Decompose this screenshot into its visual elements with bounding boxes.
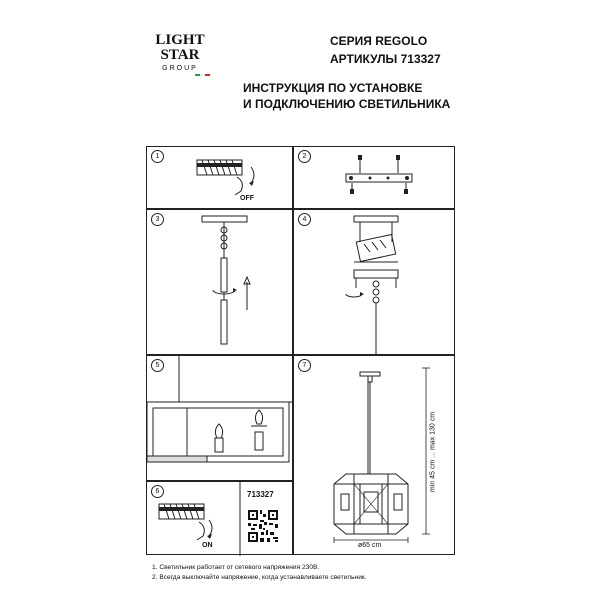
- logo-line-3: GROUP: [162, 65, 198, 72]
- article-numbers: АРТИКУЛЫ 713327: [330, 52, 441, 66]
- finished-fixture-illustration: [333, 367, 430, 543]
- note-1: 1. Светильник работает от сетевого напря…: [152, 564, 320, 571]
- canopy-attach-illustration: [345, 215, 399, 356]
- logo-line-2: STAR: [160, 47, 200, 63]
- mounting-plate-illustration: [345, 155, 413, 194]
- step-number: 2: [298, 150, 311, 163]
- switch-on-illustration: [158, 482, 278, 556]
- on-label: ON: [202, 542, 213, 549]
- step-number: 1: [151, 150, 164, 163]
- instruction-title-line-2: И ПОДКЛЮЧЕНИЮ СВЕТИЛЬНИКА: [243, 97, 451, 111]
- step-number: 4: [298, 213, 311, 226]
- series-title: СЕРИЯ REGOLO: [330, 34, 428, 48]
- note-2: 2. Всегда выключайте напряжение, когда у…: [152, 574, 367, 581]
- height-dimension-label: min 45 cm ... max 130 cm: [429, 411, 437, 493]
- rod-assembly-illustration: [201, 215, 251, 345]
- step-5-panel: 5: [146, 355, 294, 481]
- italian-flag-icon: [150, 74, 210, 76]
- step-number: 6: [151, 485, 164, 498]
- step-4-panel: 4: [293, 209, 455, 356]
- switch-off-illustration: [196, 159, 255, 196]
- off-label: OFF: [240, 195, 254, 202]
- step-number: 5: [151, 359, 164, 372]
- step-number: 7: [298, 359, 311, 372]
- step-7-panel: 7 min 45 cm ... max 130 cm ø65 cm: [293, 355, 455, 555]
- step-3-panel: 3: [146, 209, 293, 355]
- step-2-panel: 2: [293, 146, 455, 209]
- bulb-install-illustration: [146, 356, 294, 463]
- step-6-panel: 6 ON 713327: [146, 481, 293, 556]
- brand-logo: LIGHT STAR GROUP: [150, 33, 210, 76]
- step-1-panel: 1 OFF: [146, 146, 293, 209]
- step-number: 3: [151, 213, 164, 226]
- article-code: 713327: [247, 490, 274, 499]
- logo-line-1: LIGHT: [155, 32, 205, 48]
- diameter-label: ø65 cm: [358, 542, 382, 549]
- instruction-title-line-1: ИНСТРУКЦИЯ ПО УСТАНОВКЕ: [243, 81, 423, 95]
